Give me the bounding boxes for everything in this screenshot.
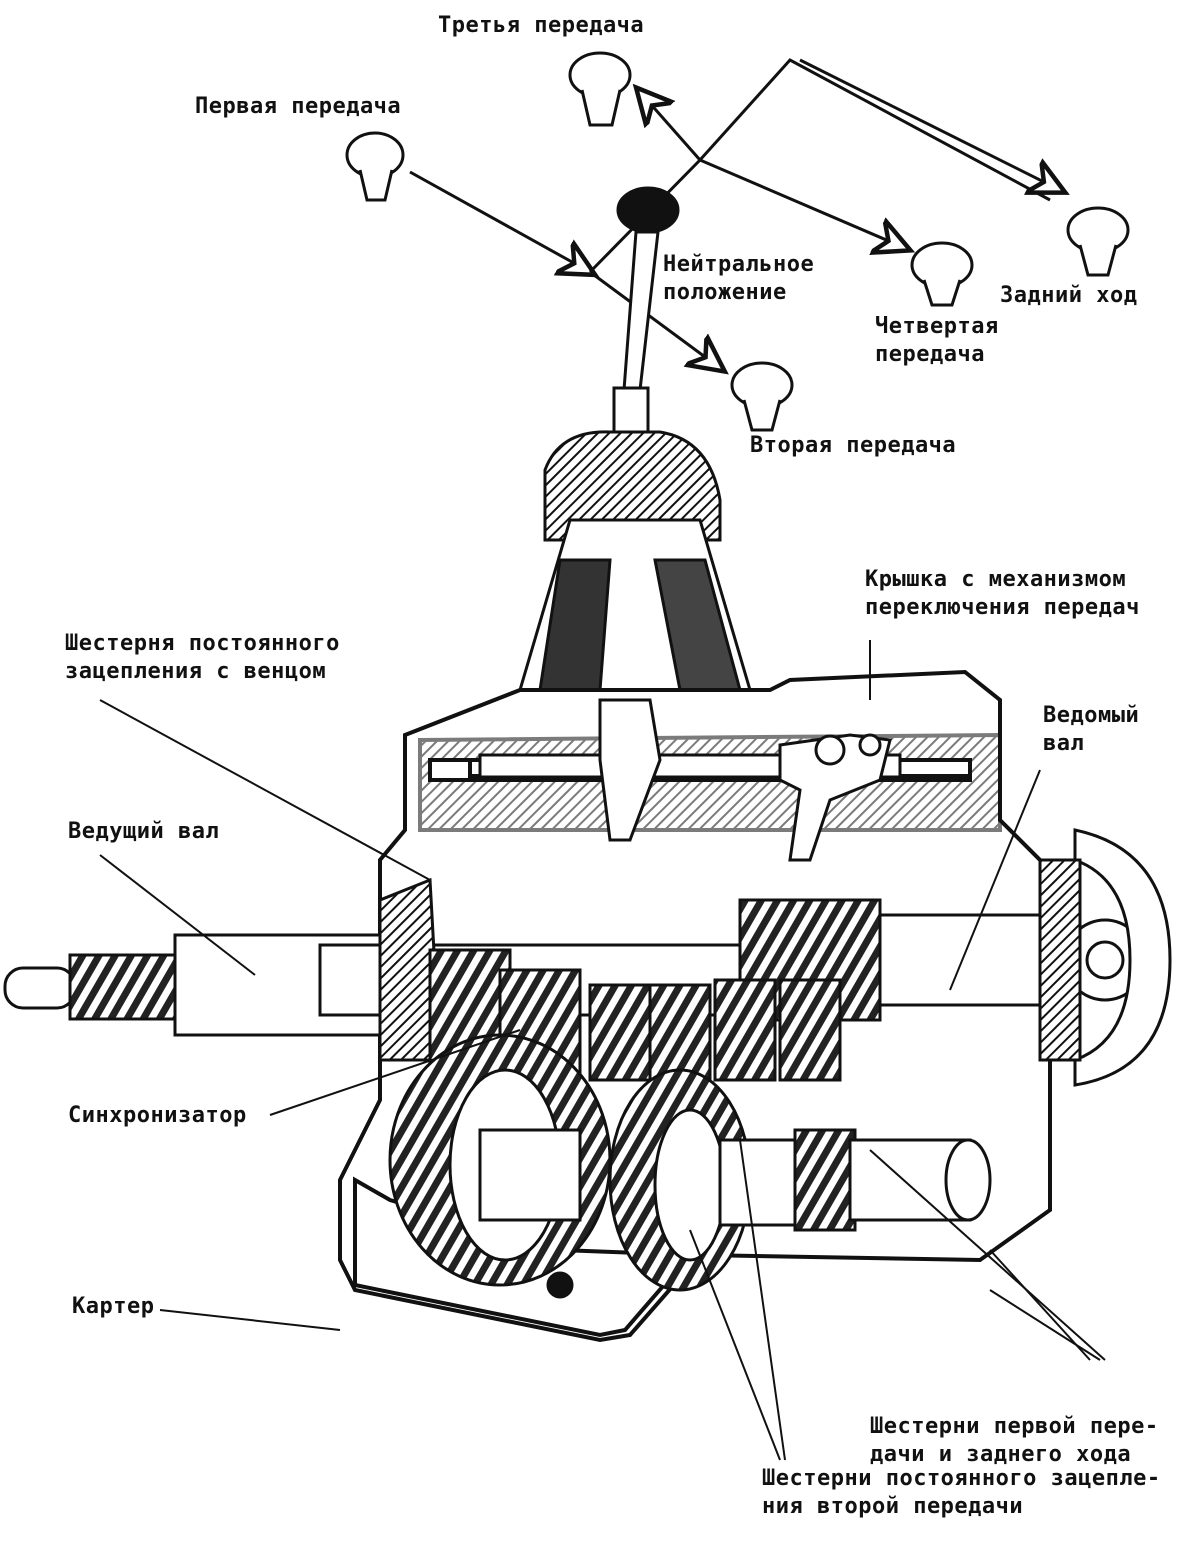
shift-forks	[478, 698, 902, 862]
leader-constant-mesh	[99, 699, 431, 881]
label-first-gear: Первая передача	[195, 94, 402, 119]
label-synchronizer: Синхронизатор	[68, 1103, 247, 1128]
label-constant-mesh-line2: зацепления с венцом	[65, 659, 327, 684]
label-first-reverse-gears: Шестерни первой пере- дачи и заднего ход…	[870, 1413, 1159, 1469]
leader-first-reverse-1	[869, 1149, 1106, 1361]
label-first-reverse-line2: дачи и заднего хода	[870, 1442, 1132, 1467]
leader-housing	[159, 1309, 341, 1331]
label-neutral-line2: положение	[663, 280, 787, 305]
label-cover: Крышка с механизмом переключения передач	[865, 566, 1140, 622]
shifter-tower	[517, 430, 753, 692]
label-second-gear-constant-mesh: Шестерни постоянного зацепле- ния второй…	[762, 1465, 1161, 1521]
knob-fourth-icon	[910, 241, 974, 307]
leader-driven-shaft	[949, 769, 1041, 991]
label-second-gear: Вторая передача	[750, 433, 957, 458]
label-fourth-gear: Четвертая передача	[875, 313, 999, 369]
leader-second-mesh-1	[689, 1229, 781, 1461]
label-second-mesh-line1: Шестерни постоянного зацепле-	[762, 1466, 1161, 1491]
label-driven-shaft-line2: вал	[1043, 731, 1085, 756]
knob-first-icon	[345, 131, 405, 202]
label-housing: Картер	[72, 1294, 155, 1319]
leader-drive-shaft	[99, 854, 256, 976]
leader-synchronizer	[269, 1029, 521, 1116]
leader-second-mesh-2	[739, 1139, 786, 1461]
path-second	[589, 270, 720, 368]
leader-lines	[99, 640, 1106, 1461]
leader-first-reverse-2	[989, 1289, 1101, 1361]
leader-first-reverse-3	[989, 1249, 1091, 1361]
label-cover-line1: Крышка с механизмом	[865, 567, 1127, 592]
lever-knob-icon	[616, 186, 680, 234]
label-cover-line2: переключения передач	[865, 595, 1140, 620]
label-fourth-gear-line1: Четвертая	[875, 314, 999, 339]
countershaft-gears	[388, 1033, 992, 1299]
path-first	[409, 170, 590, 272]
knob-reverse-icon	[1066, 206, 1130, 277]
label-fourth-gear-line2: передача	[875, 342, 985, 367]
label-reverse: Задний ход	[1000, 283, 1138, 308]
knob-third-icon	[568, 51, 632, 127]
path-third	[640, 92, 702, 161]
label-second-mesh-line2: ния второй передачи	[762, 1494, 1024, 1519]
path-fourth	[699, 158, 905, 248]
label-drive-shaft: Ведущий вал	[68, 819, 220, 844]
label-neutral: Нейтральное положение	[663, 251, 814, 307]
label-constant-mesh-line1: Шестерня постоянного	[65, 631, 340, 656]
label-third-gear: Третья передача	[438, 13, 645, 38]
label-constant-mesh-gear: Шестерня постоянного зацепления с венцом	[65, 630, 340, 686]
label-driven-shaft: Ведомый вал	[1043, 702, 1139, 758]
label-neutral-line1: Нейтральное	[663, 252, 815, 277]
driven-shaft	[738, 828, 1172, 1087]
label-driven-shaft-line1: Ведомый	[1043, 703, 1140, 728]
label-first-reverse-line1: Шестерни первой пере-	[870, 1414, 1159, 1439]
gear-knobs	[345, 51, 1130, 432]
path-reverse	[588, 58, 1051, 274]
knob-second-icon	[730, 361, 794, 432]
